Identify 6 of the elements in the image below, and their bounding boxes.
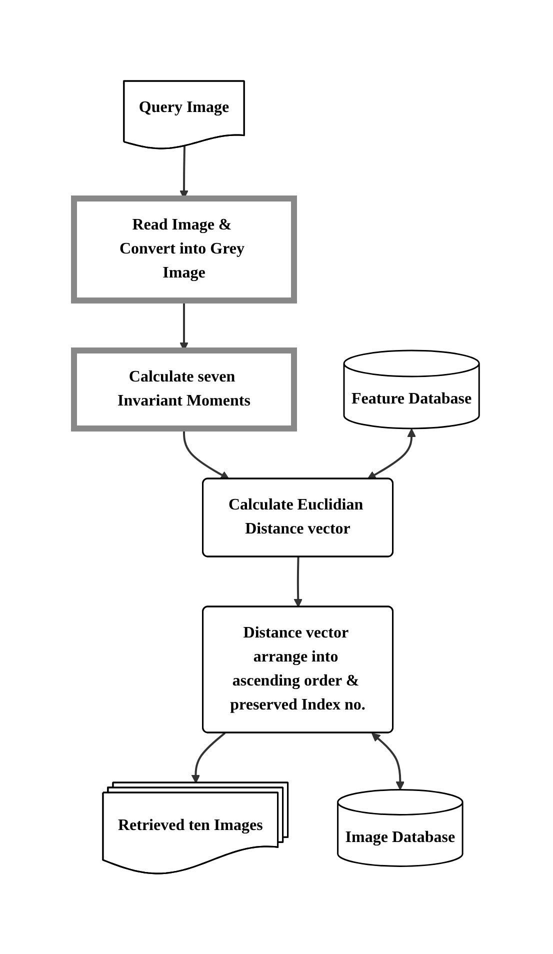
node-box: Read Image & Convert into Grey Image [70, 195, 297, 304]
arrow [367, 428, 416, 480]
arrow [191, 732, 226, 784]
arrow [371, 732, 405, 790]
node-box: Calculate seven Invariant Moments [70, 347, 297, 432]
arrow [294, 556, 302, 608]
